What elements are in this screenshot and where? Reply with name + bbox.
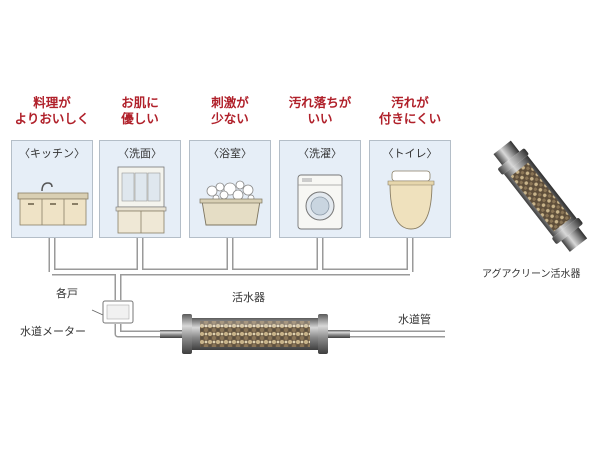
water-pipe-label: 水道管	[398, 313, 431, 326]
room-laundry: 〈洗濯〉	[279, 140, 361, 238]
benefit-kitchen: 料理がよりおいしく	[14, 95, 90, 126]
room-toilet: 〈トイレ〉	[369, 140, 451, 238]
benefit-washstand: お肌に優しい	[121, 95, 159, 126]
room-label: 〈トイレ〉	[382, 147, 438, 160]
washing-machine-icon	[297, 174, 343, 230]
room-label: 〈キッチン〉	[19, 147, 85, 160]
meter-label-line1: 各戸	[56, 287, 78, 300]
product-caption: アグアクリーン活水器	[482, 269, 581, 280]
water-meter-icon	[102, 300, 134, 324]
product-photo-purifier	[493, 140, 588, 252]
kitchen-sink-icon	[17, 182, 89, 226]
benefit-bathroom: 刺激が少ない	[211, 95, 249, 126]
washstand-icon	[115, 166, 167, 234]
room-kitchen: 〈キッチン〉	[11, 140, 93, 238]
room-bathroom: 〈浴室〉	[189, 140, 271, 238]
room-label: 〈洗面〉	[118, 147, 162, 160]
benefit-toilet: 汚れが付きにくい	[378, 95, 442, 126]
room-washstand: 〈洗面〉	[99, 140, 181, 238]
bathtub-icon	[199, 180, 263, 226]
toilet-icon	[387, 170, 435, 230]
benefit-laundry: 汚れ落ちがいい	[288, 95, 352, 126]
meter-label-line2: 水道メーター	[20, 325, 86, 338]
room-label: 〈浴室〉	[208, 147, 252, 160]
purifier-label: 活水器	[232, 291, 265, 304]
water-purifier-unit	[160, 314, 350, 354]
room-label: 〈洗濯〉	[298, 147, 342, 160]
